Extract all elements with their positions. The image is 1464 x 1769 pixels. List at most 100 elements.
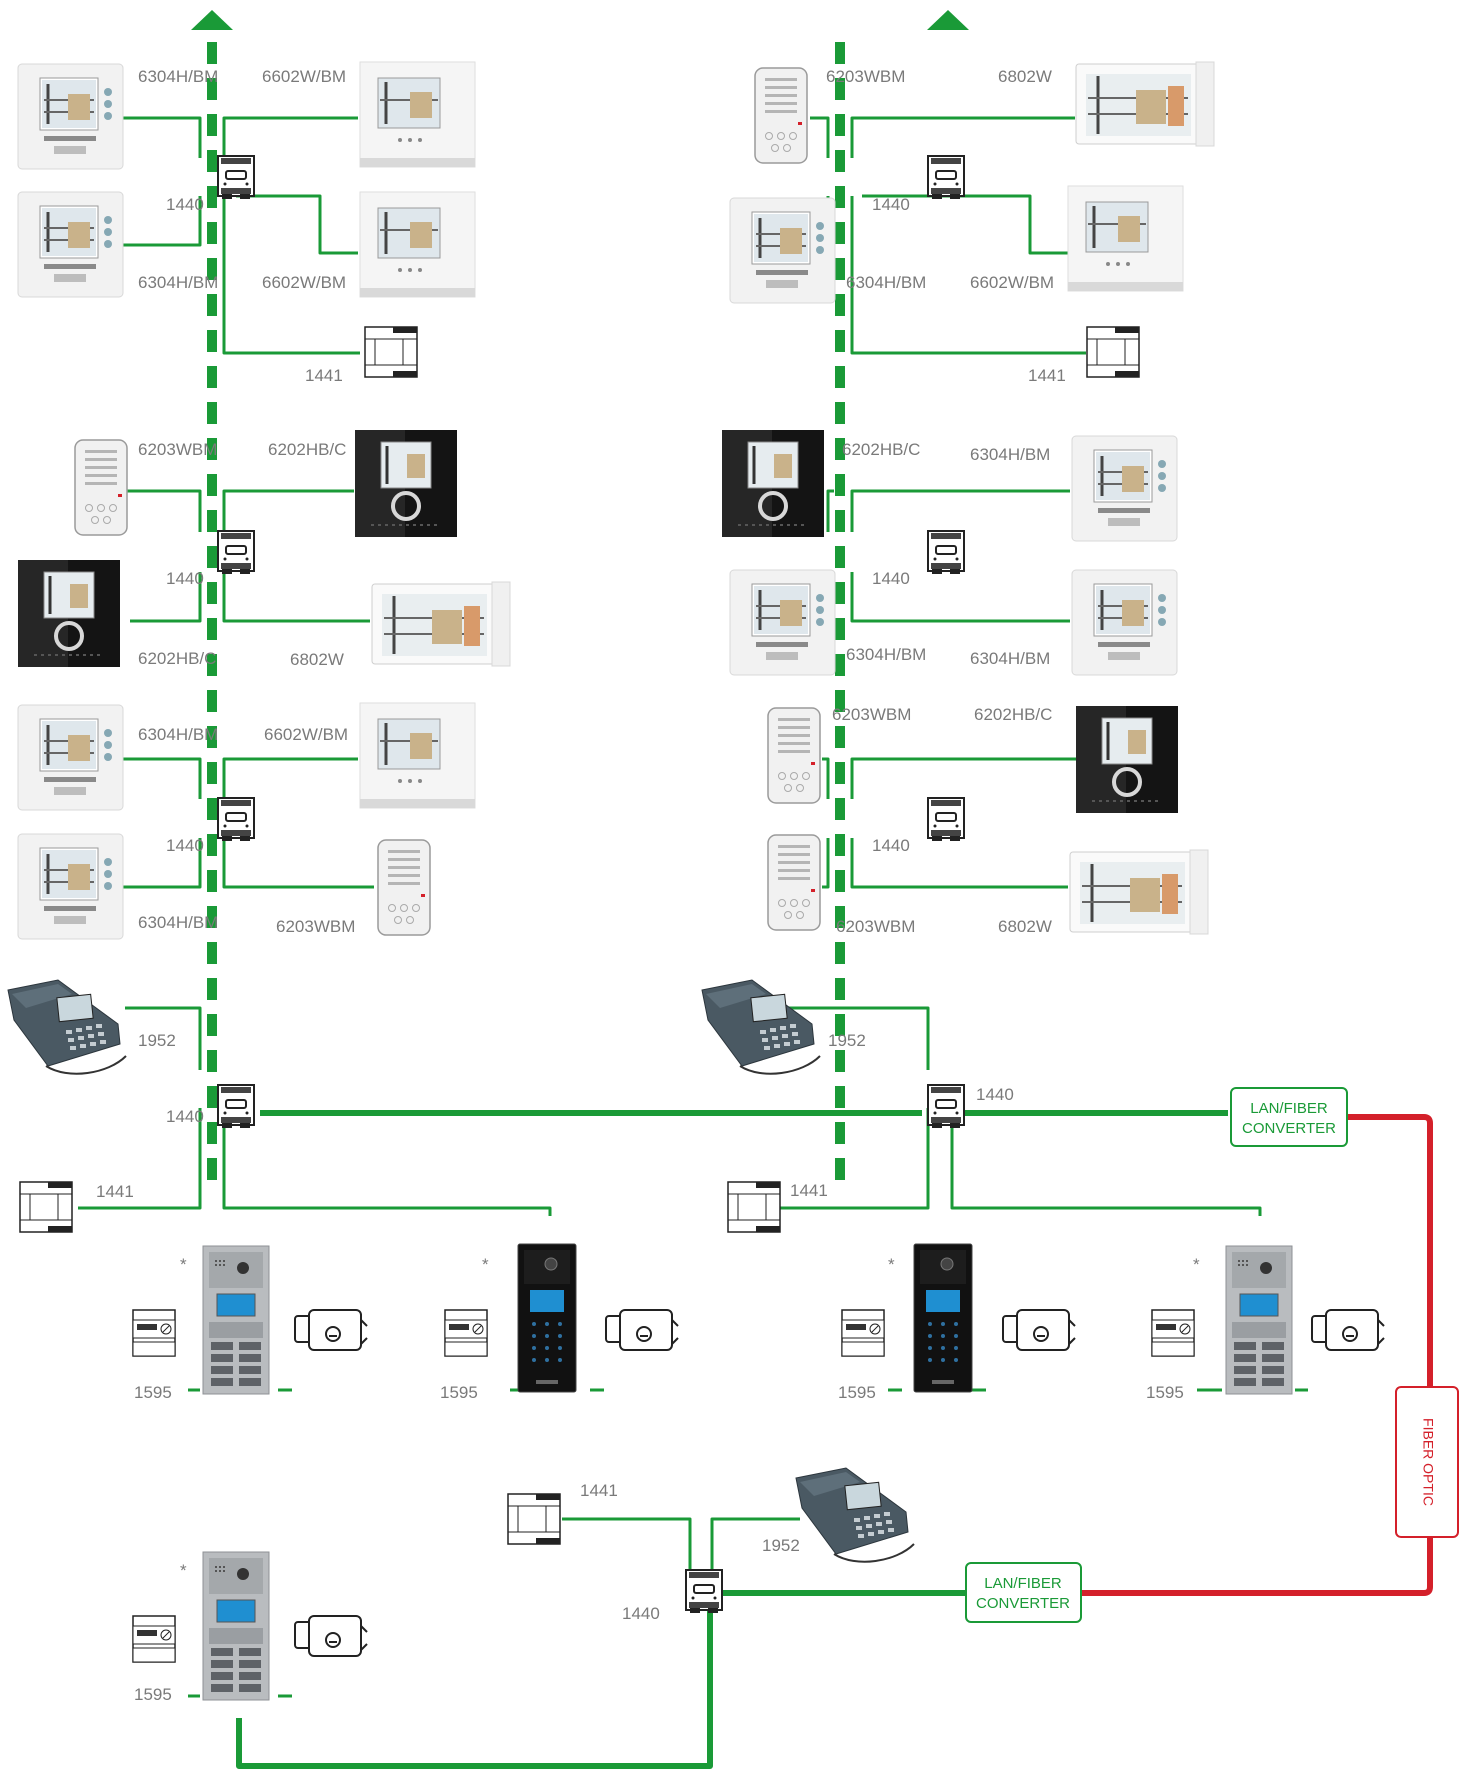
door-relay-icon <box>132 1309 176 1357</box>
intercom-handset-icon <box>767 834 821 931</box>
note-star: * <box>888 1255 895 1274</box>
model-label: 6602W/BM <box>970 273 1054 292</box>
door-lock-icon <box>294 1309 368 1351</box>
network-switch-icon <box>217 530 255 575</box>
touch-monitor-icon <box>1068 848 1210 936</box>
model-label: 6802W <box>998 67 1052 86</box>
door-relay-icon <box>1151 1309 1195 1357</box>
network-switch-icon <box>685 1569 723 1614</box>
door-relay-icon <box>132 1615 176 1663</box>
power-label: 1441 <box>305 366 343 385</box>
switch-label: 1440 <box>166 569 204 588</box>
model-label: 6202HB/C <box>974 705 1052 724</box>
phone-label: 1952 <box>138 1031 176 1050</box>
model-label: 6202HB/C <box>268 440 346 459</box>
model-label: 6202HB/C <box>842 440 920 459</box>
model-label: 6304H/BM <box>970 649 1050 668</box>
model-label: 6602W/BM <box>262 67 346 86</box>
converter-label-line2: CONVERTER <box>976 1595 1070 1612</box>
phone-label: 1952 <box>762 1536 800 1555</box>
power-label: 1441 <box>1028 366 1066 385</box>
power-label: 1441 <box>580 1481 618 1500</box>
power-label: 1441 <box>96 1182 134 1201</box>
network-switch-icon <box>927 1084 965 1129</box>
network-switch-icon <box>217 797 255 842</box>
relay-label: 1595 <box>134 1685 172 1704</box>
touch-monitor-icon <box>370 580 512 668</box>
video-monitor-icon <box>728 196 837 305</box>
switch-label: 1440 <box>166 836 204 855</box>
network-switch-icon <box>927 155 965 200</box>
note-star: * <box>482 1255 489 1274</box>
model-label: 6304H/BM <box>970 445 1050 464</box>
converter-label-line1: LAN/FIBER <box>1250 1100 1328 1117</box>
touch-monitor-icon <box>1074 60 1216 148</box>
bottom-group <box>132 1467 915 1701</box>
up-arrow-icon <box>927 10 969 30</box>
network-switch-icon <box>927 797 965 842</box>
model-label: 6304H/BM <box>138 273 218 292</box>
network-switch-icon <box>217 1084 255 1129</box>
model-label: 6203WBM <box>276 917 355 936</box>
relay-label: 1595 <box>838 1383 876 1402</box>
model-label: 6602W/BM <box>262 273 346 292</box>
video-monitor-black-icon <box>720 428 826 539</box>
converter-label-line2: CONVERTER <box>1242 1120 1336 1137</box>
model-label: 6304H/BM <box>846 273 926 292</box>
door-lock-icon <box>1002 1309 1076 1351</box>
power-label: 1441 <box>790 1181 828 1200</box>
video-monitor-icon <box>728 568 837 677</box>
power-supply-icon <box>19 1181 73 1233</box>
model-label: 6203WBM <box>832 705 911 724</box>
intercom-handset-icon <box>74 439 128 536</box>
fiber-optic-tag: FIBER OPTIC <box>1395 1386 1459 1538</box>
video-monitor-icon <box>16 832 125 941</box>
video-monitor-icon <box>1070 434 1179 543</box>
model-label: 6802W <box>998 917 1052 936</box>
video-monitor-icon <box>358 701 477 810</box>
note-star: * <box>1193 1255 1200 1274</box>
ip-phone-icon <box>701 979 821 1075</box>
ip-phone-icon <box>7 979 127 1075</box>
converter-top: LAN/FIBER CONVERTER <box>1230 1087 1348 1147</box>
intercom-handset-icon <box>754 67 808 164</box>
model-label: 6202HB/C <box>138 649 216 668</box>
converter-bottom: LAN/FIBER CONVERTER <box>965 1562 1082 1623</box>
video-monitor-black-icon <box>16 558 122 669</box>
fiber-optic-label: FIBER OPTIC <box>1420 1418 1436 1506</box>
note-star: * <box>180 1255 187 1274</box>
door-relay-icon <box>444 1309 488 1357</box>
intercom-handset-icon <box>767 707 821 804</box>
switch-label: 1440 <box>166 195 204 214</box>
switch-label: 1440 <box>166 1107 204 1126</box>
video-monitor-black-icon <box>353 428 459 539</box>
relay-label: 1595 <box>1146 1383 1184 1402</box>
model-label: 6802W <box>290 650 344 669</box>
model-label: 6304H/BM <box>138 725 218 744</box>
entrance-panel-icon <box>202 1551 270 1701</box>
door-relay-icon <box>841 1309 885 1357</box>
entrance-panel-icon <box>517 1243 577 1393</box>
power-supply-icon <box>727 1181 781 1233</box>
video-monitor-icon <box>1066 184 1185 293</box>
model-label: 6304H/BM <box>846 645 926 664</box>
phone-label: 1952 <box>828 1031 866 1050</box>
network-switch-icon <box>927 530 965 575</box>
model-label: 6203WBM <box>836 917 915 936</box>
model-label: 6203WBM <box>826 67 905 86</box>
video-monitor-icon <box>16 190 125 299</box>
labels: 6304H/BM 6602W/BM 1440 6304H/BM 6602W/BM… <box>96 67 1200 1704</box>
wiring <box>78 10 1433 1769</box>
video-monitor-icon <box>16 62 125 171</box>
switch-label: 1440 <box>976 1085 1014 1104</box>
up-arrow-icon <box>191 10 233 30</box>
model-label: 6602W/BM <box>264 725 348 744</box>
network-switch-icon <box>217 155 255 200</box>
door-lock-icon <box>605 1309 679 1351</box>
door-lock-icon <box>294 1615 368 1657</box>
entrance-panel-icon <box>913 1243 973 1393</box>
video-monitor-black-icon <box>1074 704 1180 815</box>
relay-label: 1595 <box>440 1383 478 1402</box>
switch-label: 1440 <box>872 569 910 588</box>
